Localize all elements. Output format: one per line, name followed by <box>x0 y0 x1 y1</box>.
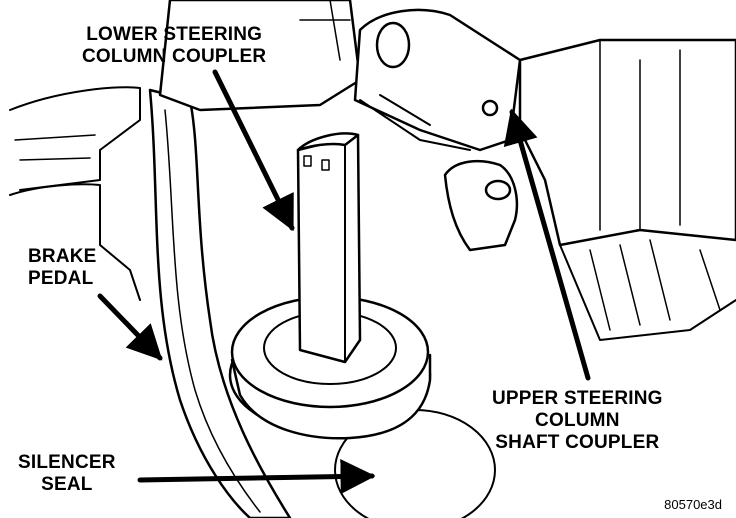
arrow-lower-coupler <box>212 69 295 232</box>
arrow-silencer-seal <box>137 459 376 495</box>
figure-id: 80570e3d <box>664 497 722 512</box>
label-upper-steering-column-shaft-coupler: UPPER STEERING COLUMN SHAFT COUPLER <box>492 388 663 453</box>
label-brake-pedal: BRAKE PEDAL <box>28 246 97 289</box>
yoke-pin-hole <box>481 99 499 117</box>
yoke-bore <box>375 21 411 69</box>
arrow-brake-pedal <box>97 293 163 361</box>
dash-panel <box>9 86 141 191</box>
label-silencer-seal: SILENCER SEAL <box>18 452 116 495</box>
bolt-head <box>484 179 512 201</box>
column-housing <box>158 0 362 112</box>
bolt-boss <box>443 159 519 252</box>
brake-pedal-arm <box>148 88 292 518</box>
arrow-upper-coupler <box>503 108 591 381</box>
right-bracket <box>518 38 736 247</box>
label-lower-steering-column-coupler: LOWER STEERING COLUMN COUPLER <box>82 24 267 67</box>
